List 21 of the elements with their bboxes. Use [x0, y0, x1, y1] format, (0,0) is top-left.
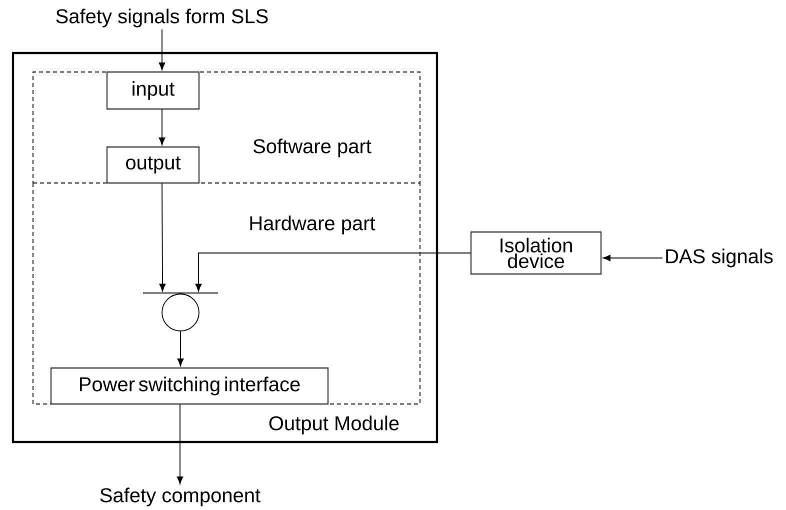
- region-label: Output Module: [269, 416, 399, 434]
- arrow: [177, 330, 184, 366]
- arrow: [195, 252, 471, 292]
- signal-label: DAS signals: [666, 248, 773, 268]
- arrow: [176, 404, 184, 484]
- hardware-region: [32, 182, 420, 404]
- signal-label: Safety signals form SLS: [56, 8, 268, 28]
- software-region: [32, 72, 420, 184]
- arrow: [158, 109, 166, 146]
- region-label: Hardware part: [250, 216, 376, 234]
- arrow: [159, 183, 166, 292]
- module-frame: [12, 52, 438, 444]
- region-label: Software part: [253, 138, 372, 158]
- signal-label: Safety component: [100, 488, 260, 506]
- process-box: input: [106, 72, 200, 110]
- junction-circle: [142, 292, 218, 332]
- process-box: Isolation device: [470, 232, 602, 274]
- process-box: Power switching interface: [50, 368, 328, 404]
- process-box: output: [106, 146, 200, 184]
- arrow: [158, 29, 166, 70]
- arrow: [602, 254, 663, 262]
